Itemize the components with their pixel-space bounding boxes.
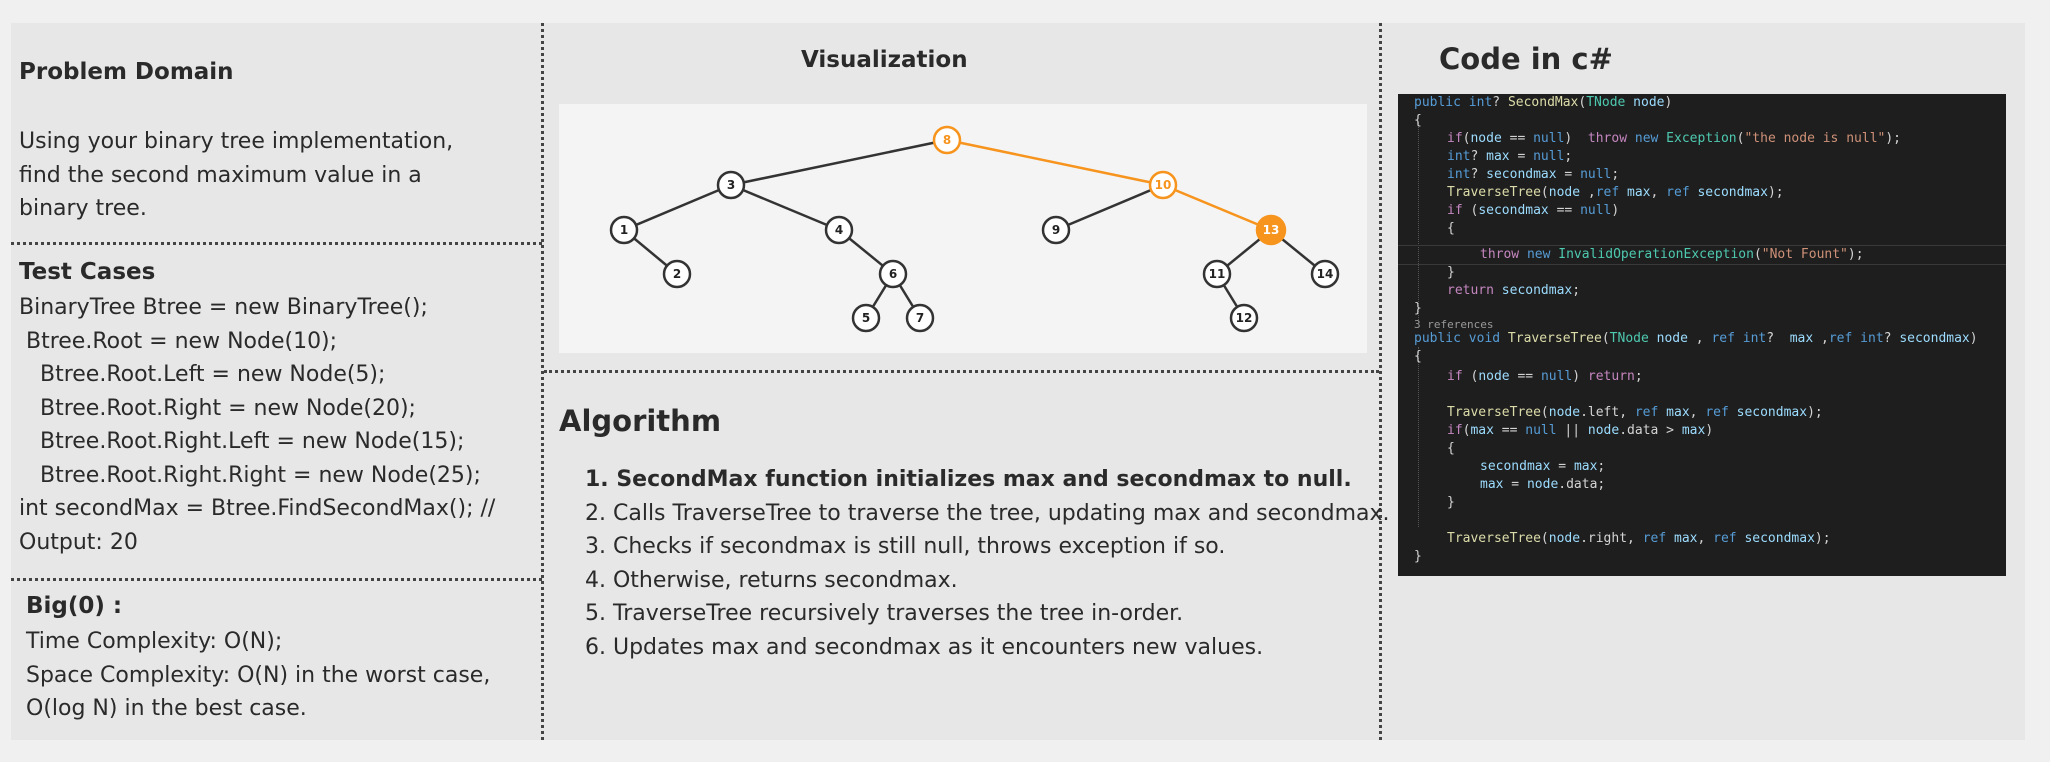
- code-line: int? max = null;: [1447, 149, 1573, 164]
- tree-node: 5: [851, 303, 881, 333]
- problem-domain-heading: Problem Domain: [19, 59, 234, 85]
- tree-edge-highlight: [1162, 183, 1272, 232]
- tree-node: 10: [1148, 170, 1178, 200]
- code-line: public int? SecondMax(TNode node): [1414, 95, 1673, 110]
- divider-test-bigo: [11, 578, 542, 581]
- code-line: if (node == null) return;: [1447, 369, 1643, 384]
- tree-node: 11: [1202, 259, 1232, 289]
- tree-node: 3: [716, 170, 746, 200]
- divider-right: [1379, 23, 1382, 740]
- algorithm-heading: Algorithm: [559, 404, 722, 438]
- tree-edge: [1055, 183, 1164, 232]
- problem-domain-text: Using your binary tree implementation, f…: [19, 125, 453, 226]
- test-line: int secondMax = Btree.FindSecondMax(); /…: [19, 496, 496, 521]
- big-o-line: Space Complexity: O(N) in the worst case…: [26, 662, 491, 688]
- problem-line: find the second maximum value in a: [19, 162, 422, 188]
- tree-node: 12: [1229, 303, 1259, 333]
- divider-left: [541, 23, 544, 740]
- algorithm-step: 6. Updates max and secondmax as it encou…: [585, 634, 1264, 660]
- tree-node: 6: [878, 259, 908, 289]
- algorithm-step: 3. Checks if secondmax is still null, th…: [585, 534, 1226, 559]
- tree-edge-highlight: [946, 138, 1164, 187]
- test-cases-code: BinaryTree Btree = new BinaryTree(); Btr…: [19, 291, 495, 559]
- test-line: Output: 20: [19, 529, 138, 555]
- svg-text:14: 14: [1317, 267, 1334, 281]
- big-o-line: Time Complexity: O(N);: [26, 629, 283, 654]
- tree-node-max: 13: [1255, 214, 1287, 246]
- svg-text:10: 10: [1155, 178, 1172, 192]
- test-line: Btree.Root.Right = new Node(20);: [19, 395, 416, 421]
- svg-text:9: 9: [1052, 223, 1060, 237]
- binary-tree-diagram: 8 3 10 1 4 9 13 2 6 11 14 5 7 12: [609, 125, 1340, 333]
- big-o-line: O(log N) in the best case.: [26, 696, 307, 721]
- code-line: {: [1447, 221, 1455, 236]
- test-line: Btree.Root = new Node(10);: [19, 328, 338, 354]
- svg-text:4: 4: [835, 223, 843, 237]
- code-line: max = node.data;: [1480, 477, 1606, 492]
- tree-node: 8: [932, 125, 962, 155]
- code-line: int? secondmax = null;: [1447, 167, 1620, 182]
- tree-edge: [730, 183, 840, 232]
- algorithm-step: 2. Calls TraverseTree to traverse the tr…: [585, 500, 1390, 526]
- code-line: TraverseTree(node.right, ref max, ref se…: [1447, 531, 1831, 546]
- tree-node: 2: [662, 259, 692, 289]
- test-line: Btree.Root.Right.Right = new Node(25);: [19, 462, 481, 488]
- code-line: public void TraverseTree(TNode node , re…: [1414, 331, 1978, 346]
- svg-text:5: 5: [862, 311, 870, 325]
- test-line: BinaryTree Btree = new BinaryTree();: [19, 295, 428, 320]
- divider-problem-test: [11, 242, 542, 245]
- code-line: {: [1447, 441, 1455, 456]
- svg-text:11: 11: [1209, 267, 1226, 281]
- tree-node: 14: [1310, 259, 1340, 289]
- algorithm-step: 4. Otherwise, returns secondmax.: [585, 567, 958, 593]
- visualization-heading: Visualization: [801, 47, 968, 73]
- svg-text:2: 2: [673, 267, 681, 281]
- code-line: }: [1447, 495, 1455, 510]
- code-line: return secondmax;: [1447, 283, 1581, 298]
- tree-node: 1: [609, 215, 639, 245]
- code-line: }: [1414, 549, 1422, 564]
- algorithm-steps: 1. SecondMax function initializes max an…: [585, 463, 1390, 664]
- tree-edge: [730, 138, 948, 187]
- big-o-text: Time Complexity: O(N); Space Complexity:…: [26, 625, 490, 726]
- tree-node: 7: [905, 303, 935, 333]
- code-line: {: [1414, 113, 1422, 128]
- code-line: }: [1414, 301, 1422, 316]
- code-line: secondmax = max;: [1480, 459, 1606, 474]
- code-line: if(max == null || node.data > max): [1447, 423, 1714, 438]
- code-line: throw new InvalidOperationException("Not…: [1480, 247, 1864, 262]
- current-line-highlight: [1398, 245, 2006, 265]
- svg-text:8: 8: [943, 133, 951, 147]
- divider-vis-algo: [544, 370, 1379, 373]
- code-heading: Code in c#: [1439, 42, 1613, 76]
- code-line: }: [1447, 265, 1455, 280]
- code-screenshot: public int? SecondMax(TNode node) { if(n…: [1398, 94, 2006, 576]
- svg-text:7: 7: [916, 311, 924, 325]
- problem-line: binary tree.: [19, 196, 147, 221]
- big-o-heading: Big(0) :: [26, 593, 123, 619]
- problem-line: Using your binary tree implementation,: [19, 129, 454, 154]
- code-line: TraverseTree(node.left, ref max, ref sec…: [1447, 405, 1823, 420]
- svg-text:3: 3: [727, 178, 735, 192]
- tree-edge: [623, 183, 732, 232]
- code-line: {: [1414, 349, 1422, 364]
- code-line: if(node == null) throw new Exception("th…: [1447, 131, 1902, 146]
- svg-text:13: 13: [1263, 223, 1280, 237]
- svg-text:6: 6: [889, 267, 897, 281]
- svg-text:12: 12: [1236, 311, 1253, 325]
- test-cases-heading: Test Cases: [19, 259, 156, 285]
- algorithm-step: 5. TraverseTree recursively traverses th…: [585, 601, 1184, 626]
- code-references-label: 3 references: [1414, 318, 1494, 331]
- test-line: Btree.Root.Left = new Node(5);: [19, 362, 386, 387]
- test-line: Btree.Root.Right.Left = new Node(15);: [19, 429, 465, 454]
- svg-text:1: 1: [620, 223, 628, 237]
- tree-node: 4: [824, 215, 854, 245]
- tree-node: 9: [1041, 215, 1071, 245]
- code-line: if (secondmax == null): [1447, 203, 1620, 218]
- tree-canvas: 8 3 10 1 4 9 13 2 6 11 14 5 7 12: [559, 104, 1367, 353]
- algorithm-step: 1. SecondMax function initializes max an…: [585, 467, 1352, 492]
- code-line: TraverseTree(node ,ref max, ref secondma…: [1447, 185, 1784, 200]
